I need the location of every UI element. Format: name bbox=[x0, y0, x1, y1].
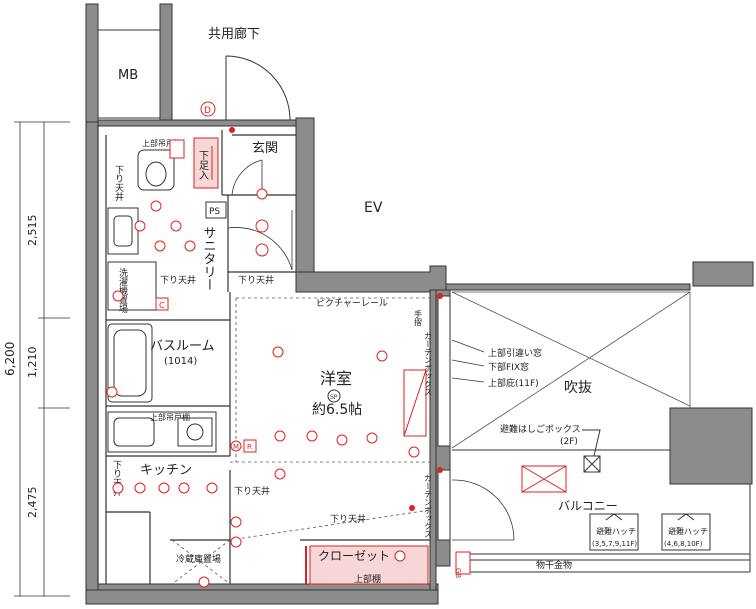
yoshitsu-sp-mark: SP bbox=[327, 389, 341, 403]
hatch-2-label: 避難ハッチ bbox=[668, 526, 708, 536]
hatch-1 bbox=[589, 513, 639, 551]
balcony-outline bbox=[452, 449, 751, 573]
ladder-box-floor: (2F) bbox=[560, 437, 578, 447]
dimension-2: 1,210 bbox=[26, 347, 39, 379]
window-callouts bbox=[451, 339, 485, 383]
hatch-1-floors: (3,5,7,9,11F) bbox=[592, 540, 637, 548]
void-lines bbox=[451, 291, 691, 449]
exterior-walls bbox=[85, 3, 754, 605]
kitchen-counter bbox=[107, 411, 217, 453]
kudari-tenjo-1: 下り天井 bbox=[113, 165, 124, 202]
ps-box bbox=[205, 201, 227, 219]
yoshitsu-size: 約6.5帖 bbox=[312, 402, 362, 418]
hatch-1-label: 避難ハッチ bbox=[596, 526, 636, 536]
washbasin bbox=[107, 207, 139, 255]
window-frame-2 bbox=[437, 469, 451, 541]
bathroom-size: (1014) bbox=[164, 356, 197, 367]
window-eave: 上部庇(11F) bbox=[488, 377, 539, 389]
ladder-box-label: 避難はしごボックス bbox=[500, 423, 581, 435]
window-fix: 下部FIX窓 bbox=[488, 361, 529, 373]
entrance-door bbox=[200, 55, 291, 121]
bathroom-label: バスルーム bbox=[150, 339, 215, 354]
shoe-cabinet bbox=[193, 137, 219, 189]
dimension-3: 2,475 bbox=[26, 487, 39, 519]
genkan-label: 玄関 bbox=[252, 141, 278, 156]
interior-walls bbox=[97, 126, 430, 584]
hatch-2-floors: (4,6,8,10F) bbox=[664, 540, 703, 548]
corridor-label: 共用廊下 bbox=[208, 26, 260, 42]
window-sliding: 上部引違い窓 bbox=[488, 347, 542, 359]
mb-box bbox=[97, 29, 161, 119]
fridge-label: 冷蔵庫置場 bbox=[176, 553, 221, 565]
gb-box bbox=[455, 551, 471, 575]
shoe-cabinet-label: 下足入 bbox=[197, 150, 209, 180]
kudari-tenjo-2: 下り天井 bbox=[160, 274, 196, 286]
washer-area bbox=[107, 261, 157, 311]
dimension-1: 2,515 bbox=[26, 215, 39, 247]
curtain-box-label-2: カーテンボックス bbox=[424, 474, 433, 538]
picture-rail-label: ピクチャーレール bbox=[316, 298, 388, 309]
closet-label: クローゼット bbox=[318, 549, 390, 563]
meter-d-label: D bbox=[204, 106, 211, 116]
handrail-label: 手摺 bbox=[414, 309, 423, 327]
kitchen-label: キッチン bbox=[140, 463, 192, 478]
dimension-total: 6,200 bbox=[3, 342, 17, 376]
fixture-dots bbox=[229, 127, 443, 511]
upper-shelf-wc: 上部吊戸棚 bbox=[142, 138, 182, 148]
ladder-box-mark bbox=[582, 429, 601, 473]
fukinuke-label: 吹抜 bbox=[564, 380, 592, 396]
balcony-door bbox=[451, 479, 515, 541]
ps-label: PS bbox=[209, 207, 220, 217]
kudari-tenjo-6: 下り天井 bbox=[234, 485, 270, 497]
window-frame bbox=[437, 295, 451, 447]
sanitary-label: サニタリー bbox=[201, 226, 216, 291]
svg-text:R: R bbox=[247, 443, 252, 451]
closet bbox=[309, 545, 429, 585]
mb-label: MB bbox=[118, 68, 138, 83]
kudari-tenjo-5: 下り天井 bbox=[111, 460, 122, 497]
electrical-fixtures bbox=[106, 188, 420, 588]
laundry-hardware-label: 物干金物 bbox=[536, 559, 572, 571]
kudari-tenjo-3: 下り天井 bbox=[238, 274, 274, 286]
kudari-tenjo-7: 下り天井 bbox=[330, 513, 366, 525]
ev-label: EV bbox=[364, 200, 383, 216]
svg-text:M: M bbox=[233, 443, 239, 451]
curtain-box-label: カーテンボックス bbox=[424, 332, 433, 396]
hatch-2 bbox=[661, 513, 711, 551]
toilet bbox=[137, 149, 175, 191]
upper-shelf-label: 上部棚 bbox=[354, 573, 381, 585]
sanitary-door bbox=[227, 210, 293, 271]
yoshitsu-label: 洋室 bbox=[320, 369, 352, 388]
dimension-line bbox=[14, 121, 70, 597]
mr-outlets: M R bbox=[230, 439, 257, 453]
gb-label: GB bbox=[454, 568, 462, 578]
kitchen-upper: 上部吊戸棚 bbox=[150, 412, 190, 422]
balcony-label: バルコニー bbox=[558, 499, 618, 513]
svg-text:SP: SP bbox=[330, 394, 338, 401]
washer-label: 洗濯機置場 bbox=[117, 267, 128, 314]
ceiling-lines bbox=[171, 297, 431, 585]
c-label: C bbox=[159, 301, 165, 310]
bathtub bbox=[107, 323, 153, 403]
